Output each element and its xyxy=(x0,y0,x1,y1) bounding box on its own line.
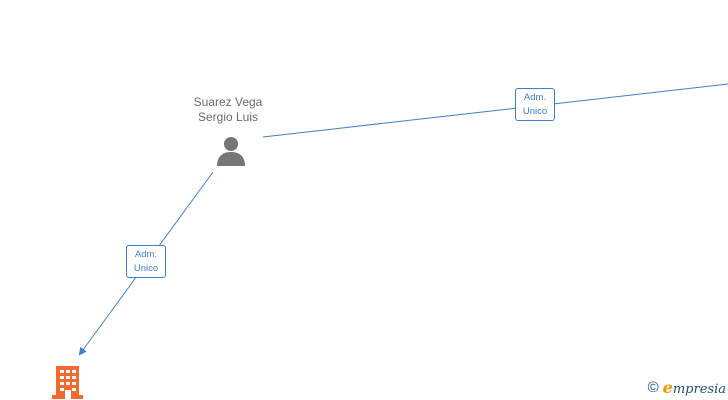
brand-rest: mpresia xyxy=(672,382,726,397)
person-name-label: Suarez Vega Sergio Luis xyxy=(168,95,288,125)
building-icon[interactable] xyxy=(51,365,84,399)
role-badge-adm-unico-2[interactable]: Adm. Unico xyxy=(126,245,166,278)
person-icon[interactable] xyxy=(214,135,248,167)
person-name-line1: Suarez Vega xyxy=(193,95,263,109)
role-line1: Adm. xyxy=(523,92,547,103)
brand-initial: e xyxy=(662,378,673,397)
role-line2: Unico xyxy=(522,106,548,117)
edge-person-to-offscreen xyxy=(262,83,728,138)
role-badge-adm-unico-1[interactable]: Adm. Unico xyxy=(515,88,555,121)
role-line1: Adm. xyxy=(134,249,158,260)
empresia-watermark: © empresia xyxy=(648,378,726,397)
person-name-line2: Sergio Luis xyxy=(197,110,259,124)
role-line2: Unico xyxy=(133,263,159,274)
brand-logo: empresia xyxy=(663,378,726,397)
copyright-symbol: © xyxy=(647,379,659,396)
